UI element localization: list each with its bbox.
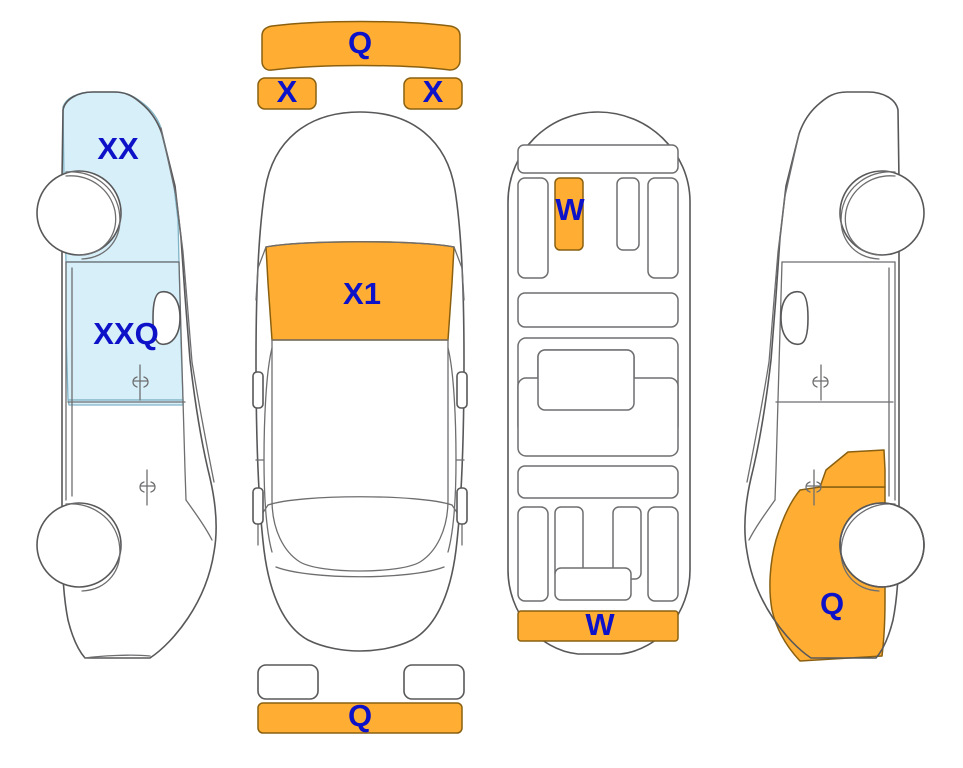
highlight-right-rear-quarter-upper[interactable]	[819, 449, 886, 488]
right-front-wheel-arch	[840, 171, 896, 260]
left-rear-glass-line	[191, 361, 215, 483]
left-rear-door-handle	[139, 469, 156, 506]
right-a-pillar	[768, 133, 800, 363]
top-right-rear-handle	[456, 487, 468, 525]
top-a-pillar-left	[255, 246, 267, 301]
highlight-front-bumper[interactable]	[261, 20, 461, 71]
interior-rear-right-panel[interactable]	[647, 506, 679, 602]
label-interior-rear-panel: W	[585, 607, 615, 642]
interior-mid-divider-lower[interactable]	[517, 465, 679, 499]
right-rear-door-handle	[805, 469, 822, 506]
left-rear-wheel	[36, 502, 122, 588]
highlight-interior-rear-panel[interactable]	[517, 610, 679, 642]
label-front-left-headlight: X	[277, 74, 298, 109]
left-front-wheel	[36, 170, 122, 256]
left-a-pillar	[160, 127, 193, 363]
top-right-mirror	[456, 371, 468, 409]
right-rear-glass-line	[746, 361, 770, 483]
highlight-rear-bumper[interactable]	[257, 702, 463, 734]
right-rear-quarter-line	[748, 499, 776, 541]
left-body-outline	[61, 91, 217, 659]
left-side-mirror	[152, 291, 181, 345]
top-left-rear-handle	[252, 487, 264, 525]
interior-front-center-console[interactable]	[616, 177, 640, 251]
label-hood-windshield: X1	[343, 276, 381, 311]
left-front-door-handle	[132, 364, 149, 401]
right-rear-wheel-arch	[840, 503, 896, 592]
label-left-front-door: XXQ	[93, 316, 158, 351]
highlight-front-left-headlight[interactable]	[257, 77, 317, 110]
left-rear-wheel-arch	[65, 503, 121, 592]
right-body-outline	[744, 91, 900, 659]
interior-mid-divider-upper[interactable]	[517, 292, 679, 328]
right-front-wheel	[839, 170, 925, 256]
highlight-interior-front-seat[interactable]	[554, 177, 584, 251]
right-rear-wheel-overlay	[839, 502, 925, 588]
top-a-pillar-right	[453, 246, 465, 301]
label-interior-front-seat: W	[555, 192, 585, 227]
top-roof-outline	[271, 339, 449, 572]
label-right-rear-quarter: Q	[820, 586, 844, 621]
highlight-front-right-headlight[interactable]	[403, 77, 463, 110]
left-front-wheel-arch	[65, 171, 121, 260]
top-left-mirror	[252, 371, 264, 409]
interior-rear-seat-center-lower[interactable]	[537, 349, 635, 411]
label-front-right-headlight: X	[423, 74, 444, 109]
interior-rear-left-panel[interactable]	[517, 506, 549, 602]
left-rear-quarter-line	[185, 499, 213, 541]
top-roof-front-edge	[265, 241, 455, 248]
top-rear-deck	[275, 566, 445, 578]
left-rear-bumper-line	[84, 654, 151, 659]
right-door-shutline	[774, 261, 783, 501]
label-front-bumper: Q	[348, 25, 372, 60]
left-door-shutline	[178, 261, 187, 501]
interior-rear-center-bench[interactable]	[554, 567, 632, 601]
interior-dashboard[interactable]	[517, 144, 679, 174]
label-left-front-upper: XX	[97, 131, 139, 166]
right-front-door-handle	[812, 364, 829, 401]
rear-left-taillight	[257, 664, 319, 700]
interior-front-left-door-panel[interactable]	[517, 177, 549, 279]
left-front-wheel-arch-inner	[65, 175, 117, 256]
label-rear-bumper: Q	[348, 698, 372, 733]
interior-front-right-door-panel[interactable]	[647, 177, 679, 279]
rear-right-taillight	[403, 664, 465, 700]
right-side-mirror	[780, 291, 809, 345]
top-rear-window	[267, 496, 453, 506]
right-front-wheel-arch-inner	[844, 175, 896, 256]
